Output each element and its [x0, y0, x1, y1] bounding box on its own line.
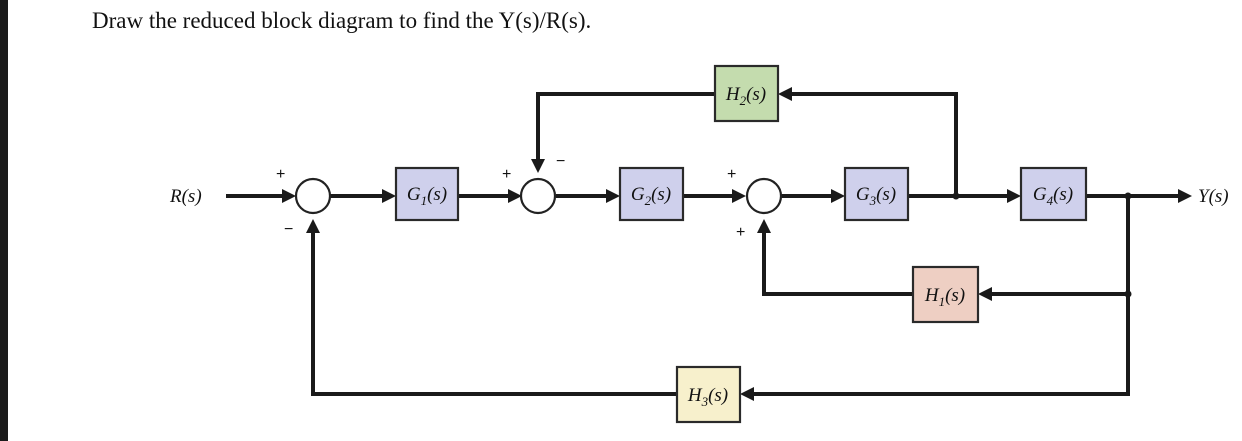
arrowhead-h2-in: [778, 87, 792, 101]
arrowhead-s1-bottom: [306, 219, 320, 233]
sign-s2-top: −: [556, 153, 565, 170]
summing-junction-3: [745, 177, 783, 215]
block-g3-box: [843, 166, 910, 222]
output-signal-label: Y(s): [1198, 186, 1229, 207]
arrowhead-s3-in: [732, 189, 746, 203]
wire-h2-to-s2: [536, 92, 715, 162]
sign-s1-bottom: −: [284, 221, 293, 238]
summing-junction-2: [519, 177, 557, 215]
wire-h2-pickoff: [788, 92, 958, 196]
sign-s3-bottom: +: [736, 224, 745, 241]
pickoff-dot-h2: [952, 192, 960, 200]
block-h1: H1(s): [911, 265, 980, 324]
block-h2-label: H2(s): [725, 84, 766, 108]
input-signal-label: R(s): [169, 186, 202, 207]
summing-junction-1: [294, 177, 332, 215]
arrowhead-g1-in: [382, 189, 396, 203]
block-h1-label: H1(s): [924, 285, 965, 309]
arrowhead-h1-in: [978, 287, 992, 301]
block-h3-label: H3(s): [687, 385, 728, 409]
sign-s1-left: +: [276, 166, 285, 183]
wire-h1-to-s3: [762, 232, 913, 296]
block-g2-label: G2(s): [631, 184, 671, 208]
block-h3-box: [675, 365, 742, 424]
wire-h3-pickoff: [750, 294, 1130, 396]
arrowhead-h3-in: [740, 387, 754, 401]
block-h1-box: [911, 265, 980, 324]
block-h2-box: [713, 64, 780, 123]
arrowhead-s3-bottom: [757, 219, 771, 233]
block-g3: G3(s): [843, 166, 910, 222]
block-g2-box: [618, 166, 685, 222]
pickoff-dot-output: [1124, 192, 1132, 200]
block-g4-label: G4(s): [1033, 184, 1073, 208]
pickoff-dot-h1: [1124, 290, 1132, 298]
sign-s2-left: +: [502, 166, 511, 183]
question-text: Draw the reduced block diagram to find t…: [92, 8, 592, 33]
window-edge-bar: [0, 0, 8, 441]
block-g1: G1(s): [394, 166, 460, 222]
arrowhead-g2-in: [606, 189, 620, 203]
arrowhead-s2-in: [508, 189, 522, 203]
sign-s3-left: +: [727, 166, 736, 183]
block-g1-label: G1(s): [407, 184, 447, 208]
block-g1-box: [394, 166, 460, 222]
block-g4-box: [1019, 166, 1088, 222]
block-g4: G4(s): [1019, 166, 1088, 222]
block-h2: H2(s): [713, 64, 780, 123]
arrowhead-g3-in: [831, 189, 845, 203]
block-h3: H3(s): [675, 365, 742, 424]
arrowhead-y-out: [1178, 189, 1192, 203]
arrowhead-g4-in: [1007, 189, 1021, 203]
wire-h3-to-s1: [311, 232, 677, 396]
arrowhead-s2-top: [531, 159, 545, 173]
block-g3-label: G3(s): [856, 184, 896, 208]
arrowhead-s1-in: [282, 189, 296, 203]
block-g2: G2(s): [618, 166, 685, 222]
